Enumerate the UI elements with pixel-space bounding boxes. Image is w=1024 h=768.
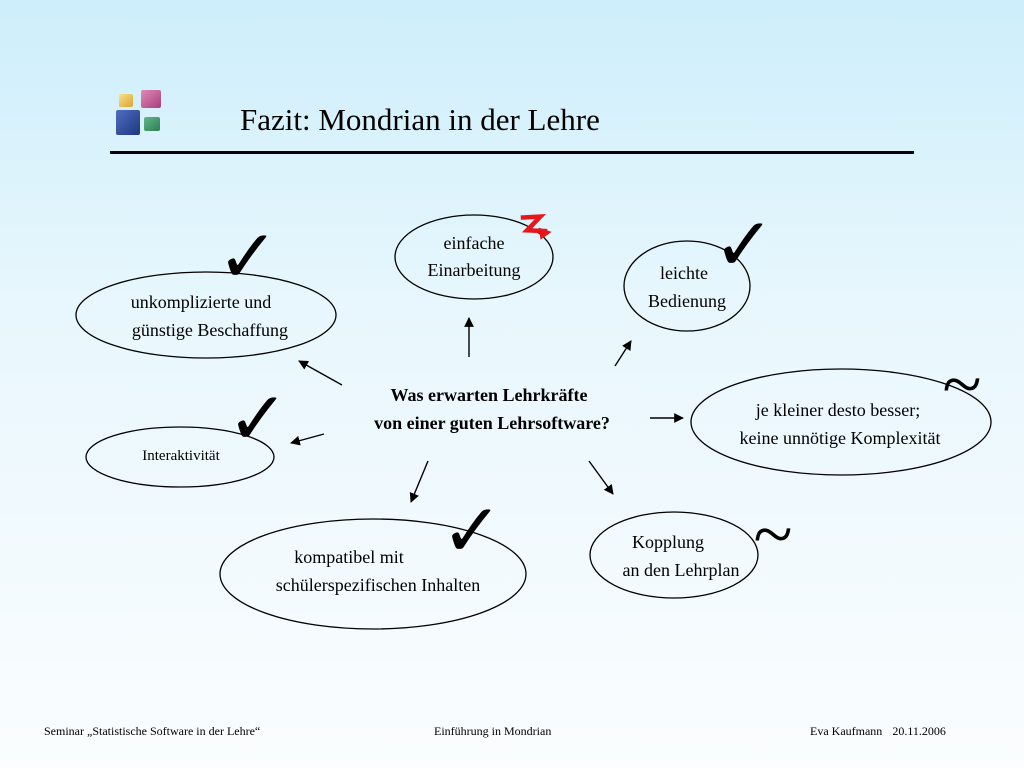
slide-title: Fazit: Mondrian in der Lehre <box>240 102 600 137</box>
arrow-to-beschaffung <box>298 360 343 386</box>
node-label-line-1: Kopplung <box>632 532 704 552</box>
node-label-line-1: je kleiner desto besser; <box>755 400 920 420</box>
central-question-line-1: Was erwarten Lehrkräfte <box>391 385 588 405</box>
footer-author: Eva Kaufmann <box>810 724 883 738</box>
footer-topic: Einführung in Mondrian <box>434 724 552 738</box>
node-label-line-2: günstige Beschaffung <box>132 320 288 340</box>
node-label-line-2: Bedienung <box>648 291 726 311</box>
node-einarbeitung: einfache Einarbeitung <box>394 213 554 300</box>
node-label-line-2: keine unnötige Komplexität <box>740 428 941 448</box>
arrow-to-bedienung <box>614 340 632 367</box>
node-label-line-1: einfache <box>444 233 505 253</box>
node-bedienung: leichte Bedienung ✓ <box>623 205 775 332</box>
node-interaktivitaet: Interaktivität ✓ <box>85 379 289 488</box>
arrow-to-kompatibel <box>409 460 429 503</box>
arrow-to-interaktivitaet <box>290 433 325 446</box>
checkmark-icon: ✓ <box>441 491 503 573</box>
checkmark-icon: ✓ <box>713 205 775 287</box>
checkmark-icon: ✓ <box>217 217 279 299</box>
node-label-line-1: kompatibel mit <box>294 547 404 567</box>
footer-seminar: Seminar „Statistische Software in der Le… <box>44 724 261 738</box>
node-kompatibel: kompatibel mit schülerspezifischen Inhal… <box>219 491 527 630</box>
connector-arrows <box>290 317 684 503</box>
node-label-line-1: Interaktivität <box>142 448 220 464</box>
mondrian-logo-icon <box>116 90 161 135</box>
node-label-line-1: unkomplizierte und <box>131 292 271 312</box>
node-beschaffung: unkomplizierte und günstige Beschaffung … <box>75 217 337 359</box>
footer-date: 20.11.2006 <box>892 724 946 738</box>
node-label-line-2: Einarbeitung <box>428 260 521 280</box>
central-question-line-2: von einer guten Lehrsoftware? <box>374 413 610 433</box>
node-label-line-2: schülerspezifischen Inhalten <box>276 575 480 595</box>
node-label-line-1: leichte <box>660 263 708 283</box>
central-question: Was erwarten Lehrkräfte von einer guten … <box>374 385 610 433</box>
tilde-icon: ~ <box>754 494 793 574</box>
tilde-icon: ~ <box>943 344 982 424</box>
lightning-icon <box>520 213 552 240</box>
node-lehrplan: Kopplung an den Lehrplan ~ <box>589 494 793 599</box>
footer-author-date: Eva Kaufmann 20.11.2006 <box>810 724 946 739</box>
checkmark-icon: ✓ <box>227 379 289 461</box>
node-label-line-2: an den Lehrplan <box>623 560 740 580</box>
arrow-to-lehrplan <box>588 460 614 495</box>
node-komplexitaet: je kleiner desto besser; keine unnötige … <box>690 344 992 476</box>
title-divider <box>110 151 914 154</box>
